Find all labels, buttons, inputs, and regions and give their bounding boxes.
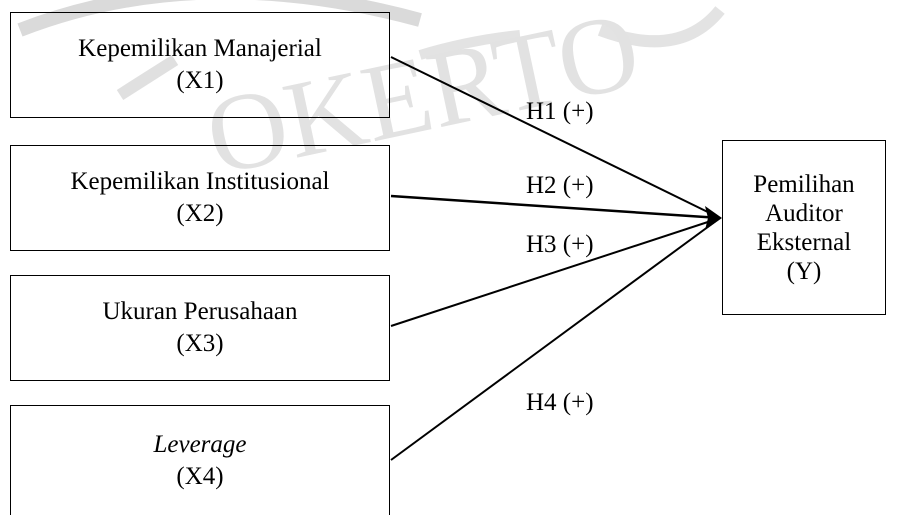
dependent-line: Auditor xyxy=(765,199,843,227)
hypothesis-label-h4: H4 (+) xyxy=(526,389,594,416)
dependent-line: (Y) xyxy=(786,257,822,285)
dependent-variable-box: Pemilihan Auditor Eksternal (Y) xyxy=(722,140,886,315)
variable-name: Ukuran Perusahaan xyxy=(102,298,298,325)
arrowhead xyxy=(705,206,722,230)
dependent-line: Pemilihan xyxy=(753,170,855,198)
hypothesis-label-h2: H2 (+) xyxy=(526,172,594,199)
variable-box-x3: Ukuran Perusahaan (X3) xyxy=(10,275,390,381)
hypothesis-label-h3: H3 (+) xyxy=(526,231,594,258)
variable-name: Kepemilikan Manajerial xyxy=(78,35,322,62)
arrow-h1 xyxy=(390,56,721,219)
variable-code: (X3) xyxy=(176,330,224,357)
arrow-h3 xyxy=(390,217,721,327)
variable-code: (X1) xyxy=(176,67,224,94)
dependent-line: Eksternal xyxy=(756,228,852,256)
variable-code: (X2) xyxy=(176,200,224,227)
variable-name: Kepemilikan Institusional xyxy=(70,168,330,195)
variable-box-x4: Leverage (X4) xyxy=(10,405,390,515)
variable-box-x2: Kepemilikan Institusional (X2) xyxy=(10,145,390,251)
hypothesis-label-h1: H1 (+) xyxy=(526,98,594,125)
variable-box-x1: Kepemilikan Manajerial (X1) xyxy=(10,12,390,118)
variable-name: Leverage xyxy=(153,430,247,458)
arrow-h2 xyxy=(390,194,721,220)
arrow-h4 xyxy=(390,217,721,461)
variable-code: (X4) xyxy=(176,462,224,490)
